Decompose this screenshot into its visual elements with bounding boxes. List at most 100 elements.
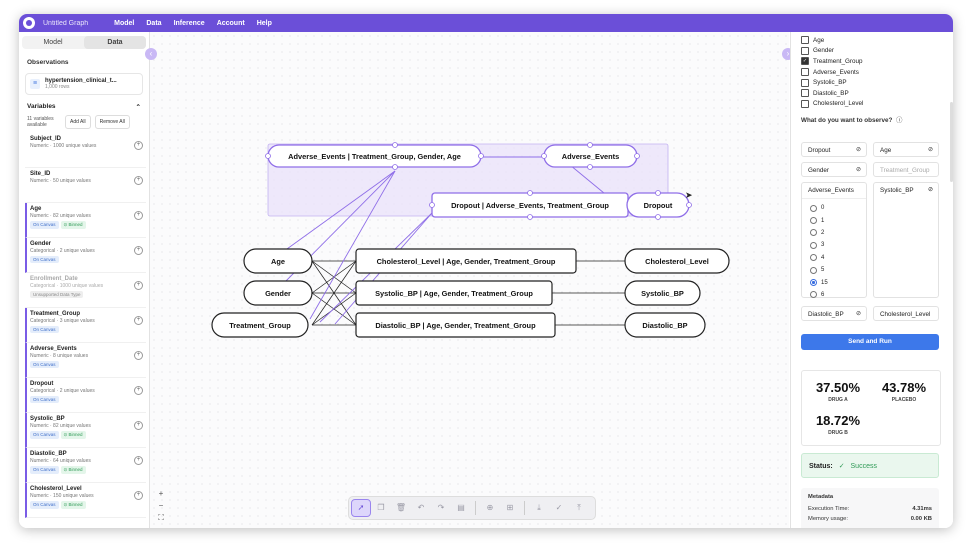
checklist-item[interactable]: Systolic_BP [791,77,953,88]
menu-model[interactable]: Model [114,19,135,27]
node-cholesterol-conditional[interactable]: Cholesterol_Level | Age, Gender, Treatme… [355,248,577,274]
eye-off-icon[interactable]: ⊘ [855,167,861,173]
menu-inference[interactable]: Inference [173,19,205,27]
node-diastolic[interactable]: Diastolic_BP [624,312,706,338]
observe-dropout[interactable]: Dropout ⊘ [801,142,867,157]
node-systolic[interactable]: Systolic_BP [624,280,701,306]
eye-off-icon[interactable]: ⊘ [855,147,861,153]
observe-systolic[interactable]: Systolic_BP ⊘ [873,182,939,298]
radio-button[interactable] [810,279,817,287]
radio-button[interactable] [810,291,817,299]
upload-icon[interactable]: ⤒ [577,503,581,512]
add-variable-icon[interactable]: + [134,386,143,395]
help-icon[interactable]: ⓘ [896,117,903,125]
menu-help[interactable]: Help [256,19,272,27]
checkbox[interactable] [801,89,809,98]
checkbox[interactable] [801,36,809,45]
add-variable-icon[interactable]: + [134,421,143,430]
layout-icon[interactable]: ▤ [457,503,465,512]
node-treatment-group[interactable]: Treatment_Group [211,312,309,338]
radio-option[interactable]: 15 [802,276,866,288]
connection-handles[interactable] [265,142,692,220]
checkbox[interactable] [801,68,809,77]
eye-off-icon[interactable]: ⊘ [927,187,933,193]
node-adverse-events-conditional[interactable]: Adverse_Events | Treatment_Group, Gender… [267,144,482,168]
node-adverse-events[interactable]: Adverse_Events [543,144,638,168]
checkbox[interactable] [801,78,809,87]
chevron-up-icon[interactable]: ⌃ [135,104,141,111]
checkbox[interactable] [801,99,809,108]
checklist-item[interactable]: ✓Treatment_Group [791,56,953,67]
node-age[interactable]: Age [243,248,313,274]
lock-icon[interactable]: ▪ [156,524,166,528]
radio-button[interactable] [810,254,817,262]
radio-option[interactable]: 2 [802,227,866,239]
dataset-card[interactable]: ≡ hypertension_clinical_t... 1,000 rows [25,73,143,95]
add-variable-icon[interactable]: + [134,141,143,150]
observe-treatment-group[interactable]: Treatment_Group [873,162,939,177]
radio-option[interactable]: 3 [802,239,866,251]
zoom-out-icon[interactable]: − [158,501,164,510]
checklist-item[interactable]: Adverse_Events [791,67,953,78]
radio-option[interactable]: 1 [802,214,866,226]
copy-icon[interactable]: ❐ [377,503,385,512]
observe-gender[interactable]: Gender ⊘ [801,162,867,177]
right-scrollbar[interactable] [950,102,953,182]
add-variable-icon[interactable]: + [134,281,143,290]
radio-option[interactable]: 6 [802,289,866,301]
radio-option[interactable]: 0 [802,202,866,214]
add-variable-icon[interactable]: + [134,176,143,185]
radio-option[interactable]: 5 [802,264,866,276]
node-diastolic-conditional[interactable]: Diastolic_BP | Age, Gender, Treatment_Gr… [355,312,556,338]
radio-button[interactable] [810,241,817,249]
node-dropout[interactable]: Dropout [626,192,690,218]
add-variable-icon[interactable]: + [134,351,143,360]
add-node-icon[interactable]: ⊕ [486,503,494,512]
checklist-item[interactable]: Age [791,35,953,46]
node-cholesterol[interactable]: Cholesterol_Level [624,248,730,274]
delete-icon[interactable]: 🗑 [395,503,407,512]
radio-button[interactable] [810,229,817,237]
node-systolic-conditional[interactable]: Systolic_BP | Age, Gender, Treatment_Gro… [355,280,553,306]
node-gender[interactable]: Gender [243,280,313,306]
checklist-item[interactable]: Gender [791,46,953,57]
add-box-icon[interactable]: ⊞ [506,503,514,512]
checklist-item[interactable]: Cholesterol_Level [791,99,953,110]
add-variable-icon[interactable]: + [134,246,143,255]
add-all-button[interactable]: Add All [65,115,91,129]
checklist-item[interactable]: Diastolic_BP [791,88,953,99]
undo-icon[interactable]: ↶ [417,503,425,512]
tab-data[interactable]: Data [84,36,146,49]
remove-all-button[interactable]: Remove All [94,115,130,129]
observe-cholesterol[interactable]: Cholesterol_Level [873,306,939,321]
tab-model[interactable]: Model [43,39,63,46]
send-and-run-button[interactable]: Send and Run [801,334,939,350]
menu-data[interactable]: Data [146,19,162,27]
add-variable-icon[interactable]: + [134,211,143,220]
add-variable-icon[interactable]: + [134,491,143,500]
node-dropout-conditional[interactable]: Dropout | Adverse_Events, Treatment_Grou… [431,192,629,218]
radio-button[interactable] [810,217,817,225]
radio-button[interactable] [810,204,817,212]
radio-button[interactable] [810,266,817,274]
redo-icon[interactable]: ↷ [437,503,445,512]
observe-age[interactable]: Age ⊘ [873,142,939,157]
eye-off-icon[interactable]: ⊘ [927,147,933,153]
graph-canvas[interactable]: Adverse_Events | Treatment_Group, Gender… [150,32,789,528]
menu-account[interactable]: Account [216,19,245,27]
radio-option[interactable]: 4 [802,252,866,264]
download-icon[interactable]: ⤓ [537,503,541,512]
checkbox[interactable] [801,46,809,55]
